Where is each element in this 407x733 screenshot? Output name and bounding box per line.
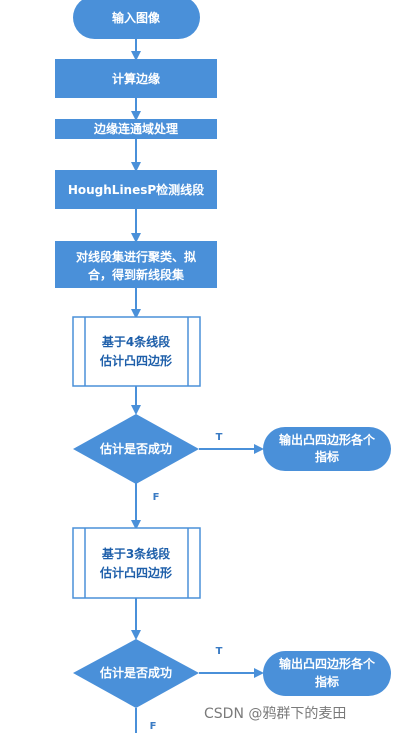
- decision-1-shape: [73, 414, 199, 484]
- connectors: [131, 39, 264, 733]
- node-subroutine-4-lines: 基于4条线段 估计凸四边形: [72, 316, 201, 387]
- subroutine-4-shape: [72, 316, 201, 387]
- cluster-fit-shape: [55, 241, 217, 288]
- connected-domain-label: 边缘连通域处理: [93, 121, 178, 136]
- connected-domain-shape: [55, 119, 217, 139]
- edge-label-f1: F: [153, 492, 160, 503]
- watermark-text: CSDN @鸦群下的麦田: [204, 706, 347, 722]
- edge-labels: T F T F: [150, 432, 223, 732]
- start-label: 输入图像: [112, 10, 161, 25]
- node-subroutine-3-lines: 基于3条线段 估计凸四边形: [72, 527, 201, 599]
- decision-1-label: 估计是否成功: [99, 441, 172, 456]
- edge-label-t2: T: [216, 646, 223, 657]
- node-output-2: 输出凸四边形各个 指标: [263, 651, 391, 696]
- cluster-fit-line1: 对线段集进行聚类、拟: [76, 249, 196, 264]
- subroutine-4-line1: 基于4条线段: [101, 334, 171, 349]
- compute-edges-shape: [55, 59, 217, 98]
- node-connected-domain: 边缘连通域处理: [55, 119, 217, 139]
- subroutine-3-line1: 基于3条线段: [101, 546, 171, 561]
- output-1-line2: 指标: [315, 449, 339, 464]
- cluster-fit-line2: 合，得到新线段集: [88, 267, 185, 282]
- node-compute-edges: 计算边缘: [55, 59, 217, 98]
- start-shape: [73, 0, 200, 39]
- node-output-1: 输出凸四边形各个 指标: [263, 427, 391, 471]
- node-start: 输入图像: [73, 0, 200, 39]
- subroutine-4-line2: 估计凸四边形: [99, 353, 172, 368]
- houghlinesp-shape: [55, 170, 217, 209]
- node-houghlinesp: HoughLinesP检测线段: [55, 170, 217, 209]
- node-cluster-fit: 对线段集进行聚类、拟 合，得到新线段集: [55, 241, 217, 288]
- output-2-line1: 输出凸四边形各个: [279, 656, 376, 671]
- node-decision-2: 估计是否成功: [73, 639, 199, 708]
- output-1-line1: 输出凸四边形各个: [279, 432, 376, 447]
- output-2-shape: [263, 651, 391, 696]
- edge-label-t1: T: [216, 432, 223, 443]
- output-2-line2: 指标: [315, 674, 339, 689]
- subroutine-3-shape: [72, 527, 201, 599]
- compute-edges-label: 计算边缘: [112, 71, 160, 86]
- node-decision-1: 估计是否成功: [73, 414, 199, 484]
- decision-2-shape: [73, 639, 199, 708]
- decision-2-label: 估计是否成功: [99, 665, 172, 680]
- output-1-shape: [263, 427, 391, 471]
- subroutine-3-line2: 估计凸四边形: [99, 565, 172, 580]
- houghlinesp-label: HoughLinesP检测线段: [68, 182, 205, 197]
- edge-label-f2: F: [150, 721, 157, 732]
